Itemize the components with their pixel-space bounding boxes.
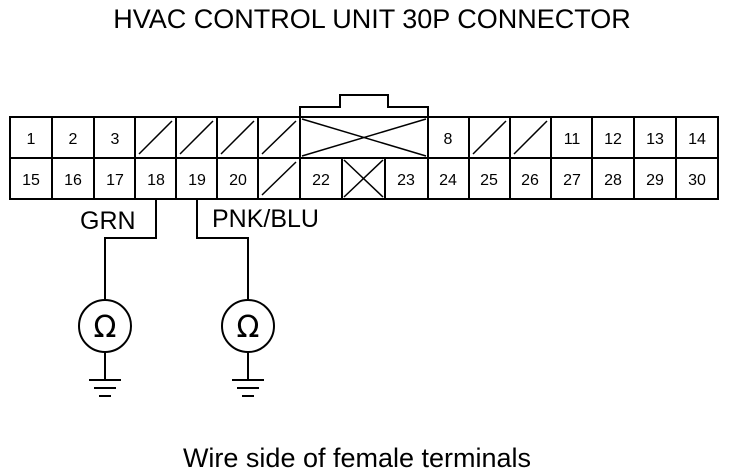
probe-lead-2 — [196, 199, 249, 299]
row1-dividers — [51, 117, 677, 158]
wire-label-grn: GRN — [80, 207, 136, 235]
unused-cavity-mark-row2 — [261, 161, 297, 196]
pin-label: 24 — [439, 172, 457, 189]
diagram-caption: Wire side of female terminals — [183, 443, 531, 473]
pin-label: 29 — [646, 172, 664, 189]
ohmmeter-icon: Ω — [78, 299, 132, 353]
blocked-cavity-x-large — [301, 118, 427, 157]
wire-label-pnk-blu: PNK/BLU — [212, 205, 319, 233]
row2-pin-labels: 15 16 17 18 19 20 22 23 24 25 26 27 28 2… — [22, 172, 706, 189]
pin-label: 25 — [480, 172, 498, 189]
pin-label: 14 — [688, 131, 706, 148]
pin-label: 17 — [106, 172, 124, 189]
pin-label: 13 — [646, 131, 664, 148]
row2-dividers — [51, 158, 677, 199]
pin-label: 12 — [604, 131, 622, 148]
pin-label: 22 — [312, 172, 330, 189]
pin-label: 15 — [22, 172, 40, 189]
pin-label: 11 — [564, 131, 581, 148]
pin-label: 19 — [188, 172, 206, 189]
pin-label: 26 — [521, 172, 539, 189]
ground-icon — [232, 379, 264, 397]
ohm-symbol: Ω — [94, 310, 117, 345]
pin-label: 18 — [147, 172, 165, 189]
pin-label: 23 — [397, 172, 415, 189]
pin-label: 2 — [69, 131, 78, 148]
pin-label: 3 — [111, 131, 120, 148]
pin-label: 27 — [563, 172, 581, 189]
unused-cavity-marks-row1 — [138, 120, 548, 155]
blocked-cavity-x-small — [343, 159, 384, 198]
pin-label: 1 — [27, 131, 36, 148]
probe-lead-1 — [104, 199, 157, 299]
ohm-symbol: Ω — [237, 310, 260, 345]
row1-pin-labels: 1 2 3 8 11 12 13 14 — [27, 131, 706, 148]
pin-label: 28 — [604, 172, 622, 189]
pin-label: 30 — [688, 172, 706, 189]
pin-label: 16 — [64, 172, 82, 189]
ground-icon — [89, 379, 121, 397]
diagram-title: HVAC CONTROL UNIT 30P CONNECTOR — [113, 4, 631, 34]
connector-latch — [299, 94, 429, 117]
pin-label: 20 — [229, 172, 247, 189]
pin-label: 8 — [444, 131, 453, 148]
ohmmeter-icon: Ω — [221, 299, 275, 353]
